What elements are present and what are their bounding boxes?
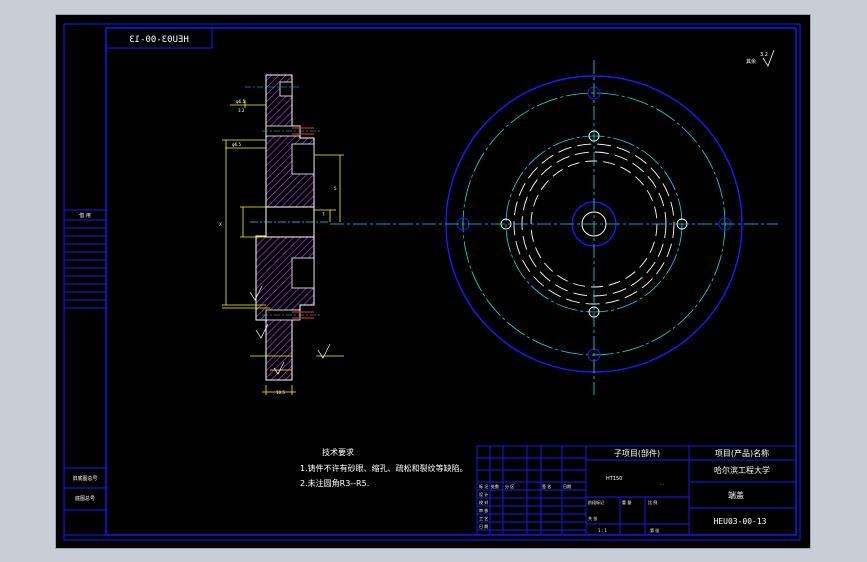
code-top-mirrored: HEU03-00-13	[129, 35, 189, 45]
section-dimensions	[222, 100, 344, 395]
sheet-no: 第 张	[650, 527, 659, 533]
row-label-4: 工 艺	[479, 516, 488, 521]
dimension-labels: φ6.5 φ6.5 X 5 7 10.5 3.2	[219, 99, 337, 395]
material: HT150	[606, 476, 622, 482]
tech-note-2: 2.未注圆角R3--R5.	[300, 478, 369, 488]
code-box-top	[105, 27, 213, 49]
title-block-text: 子项目(部件) 项目(产品)名称 哈尔滨工程大学 端盖 HEU03-00-13 …	[479, 448, 770, 533]
stage-label: 阶段标记	[588, 499, 604, 505]
project-header: 项目(产品)名称	[715, 448, 769, 458]
weight-label: 重 量	[622, 499, 631, 505]
drawing-border	[63, 23, 801, 541]
svg-text:3.2: 3.2	[238, 108, 245, 113]
row-label-0: 标 记	[479, 483, 488, 489]
svg-text:φ6.5: φ6.5	[232, 142, 241, 147]
scale-value: 1 : 1	[598, 528, 607, 533]
svg-text:3.2: 3.2	[760, 52, 768, 58]
tech-note-1: 1.铸件不许有砂眼、缩孔、疏松和裂纹等缺陷。	[300, 463, 468, 473]
svg-text:10.5: 10.5	[276, 390, 285, 395]
section-roughness-marks	[249, 285, 331, 375]
left-label-2: 旧底图总号	[72, 475, 97, 482]
row-label-5: 日 期	[479, 523, 488, 529]
svg-text:X: X	[219, 222, 222, 227]
row-label-1: 设 计	[479, 491, 488, 497]
svg-text:5: 5	[334, 186, 337, 191]
front-view	[330, 60, 778, 395]
sub-label-3: 日期	[563, 483, 571, 489]
sub-label-1: 分 区	[505, 483, 514, 489]
drawing-code: HEU03-00-13	[714, 517, 767, 526]
section-view	[245, 74, 330, 381]
tech-title: 技术要求	[322, 447, 354, 457]
left-label-3: 底图总号	[75, 495, 95, 502]
row-label-3: 审 核	[479, 507, 488, 513]
left-label-strip	[63, 209, 107, 536]
svg-text:φ6.5: φ6.5	[236, 99, 245, 104]
left-label-1: 借 用	[79, 212, 91, 219]
sub-item-header: 子项目(部件)	[614, 448, 660, 458]
svg-text:7: 7	[322, 212, 325, 217]
university-name: 哈尔滨工程大学	[714, 465, 770, 475]
roughness-overall: 3.2 其余	[746, 49, 775, 67]
title-block-lines	[476, 445, 797, 536]
sub-label-2: 签 名	[542, 483, 551, 489]
row-label-2: 校 对	[479, 499, 488, 505]
inner-frame	[105, 27, 797, 536]
svg-text:其余: 其余	[746, 58, 756, 65]
sub-label-0: 处数	[491, 483, 499, 489]
sheet-total: 共 张	[588, 515, 597, 521]
dots: · ·	[660, 482, 664, 487]
part-name: 端盖	[728, 490, 744, 500]
scale-label: 比 例	[648, 499, 657, 505]
